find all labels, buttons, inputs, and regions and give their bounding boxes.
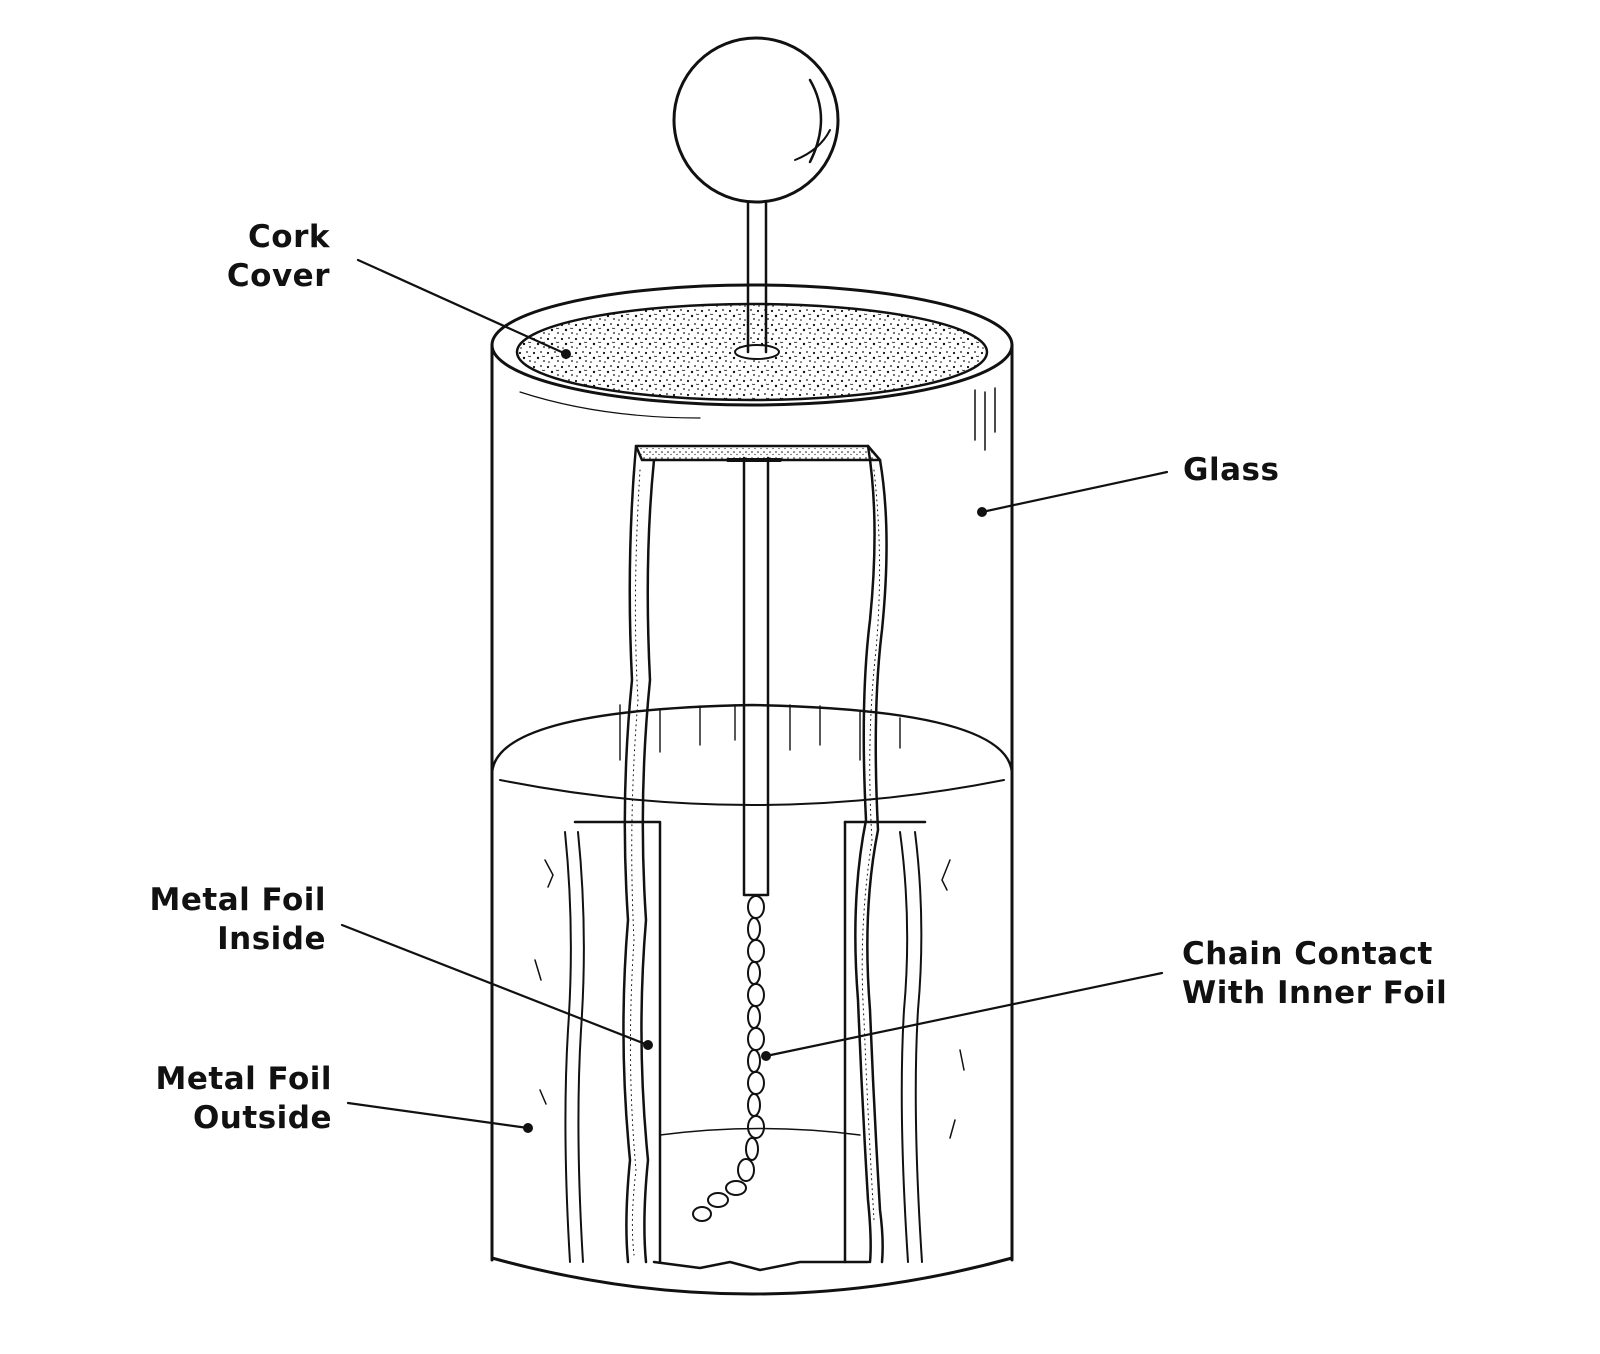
jar-top-rim	[490, 283, 1014, 407]
inner-foil-bottom	[652, 1260, 870, 1272]
inner-foil-left	[622, 444, 638, 1264]
dot-foil-inside	[643, 1040, 653, 1050]
chain	[692, 895, 765, 1222]
label-foil-inside-line1: Metal Foil	[149, 882, 326, 918]
outer-foil-cutout	[573, 820, 927, 1264]
dot-cork	[561, 349, 571, 359]
label-chain-line1: Chain Contact	[1182, 936, 1433, 972]
inner-foil-right	[854, 444, 876, 1264]
label-foil-outside-line1: Metal Foil	[155, 1061, 332, 1097]
leader-foil-inside	[340, 923, 650, 1047]
label-metal-foil-outside: Metal Foil Outside	[156, 1060, 333, 1138]
label-cork-line1: Cork	[248, 219, 330, 255]
label-cork-line2: Cover	[226, 258, 330, 294]
rod-upper	[746, 198, 768, 354]
knob	[672, 36, 840, 204]
jar-bottom	[490, 1256, 1014, 1296]
inner-foil-top	[634, 444, 882, 462]
label-cork-cover: Cork Cover	[227, 218, 330, 296]
outer-foil-top	[490, 703, 1014, 777]
label-chain-contact: Chain Contact With Inner Foil	[1182, 935, 1447, 1013]
label-chain-line2: With Inner Foil	[1182, 975, 1448, 1011]
leader-chain	[764, 971, 1164, 1058]
label-glass-line1: Glass	[1183, 452, 1280, 488]
dot-glass	[977, 507, 987, 517]
dot-foil-outside	[523, 1123, 533, 1133]
dot-chain	[761, 1051, 771, 1061]
label-metal-foil-inside: Metal Foil Inside	[150, 881, 327, 959]
rod-lower	[742, 456, 770, 897]
label-glass: Glass	[1183, 451, 1279, 490]
leader-cork	[356, 258, 568, 356]
leader-foil-outside	[346, 1101, 530, 1130]
leader-glass	[980, 470, 1169, 514]
label-foil-outside-line2: Outside	[192, 1100, 332, 1136]
label-foil-inside-line2: Inside	[217, 921, 326, 957]
